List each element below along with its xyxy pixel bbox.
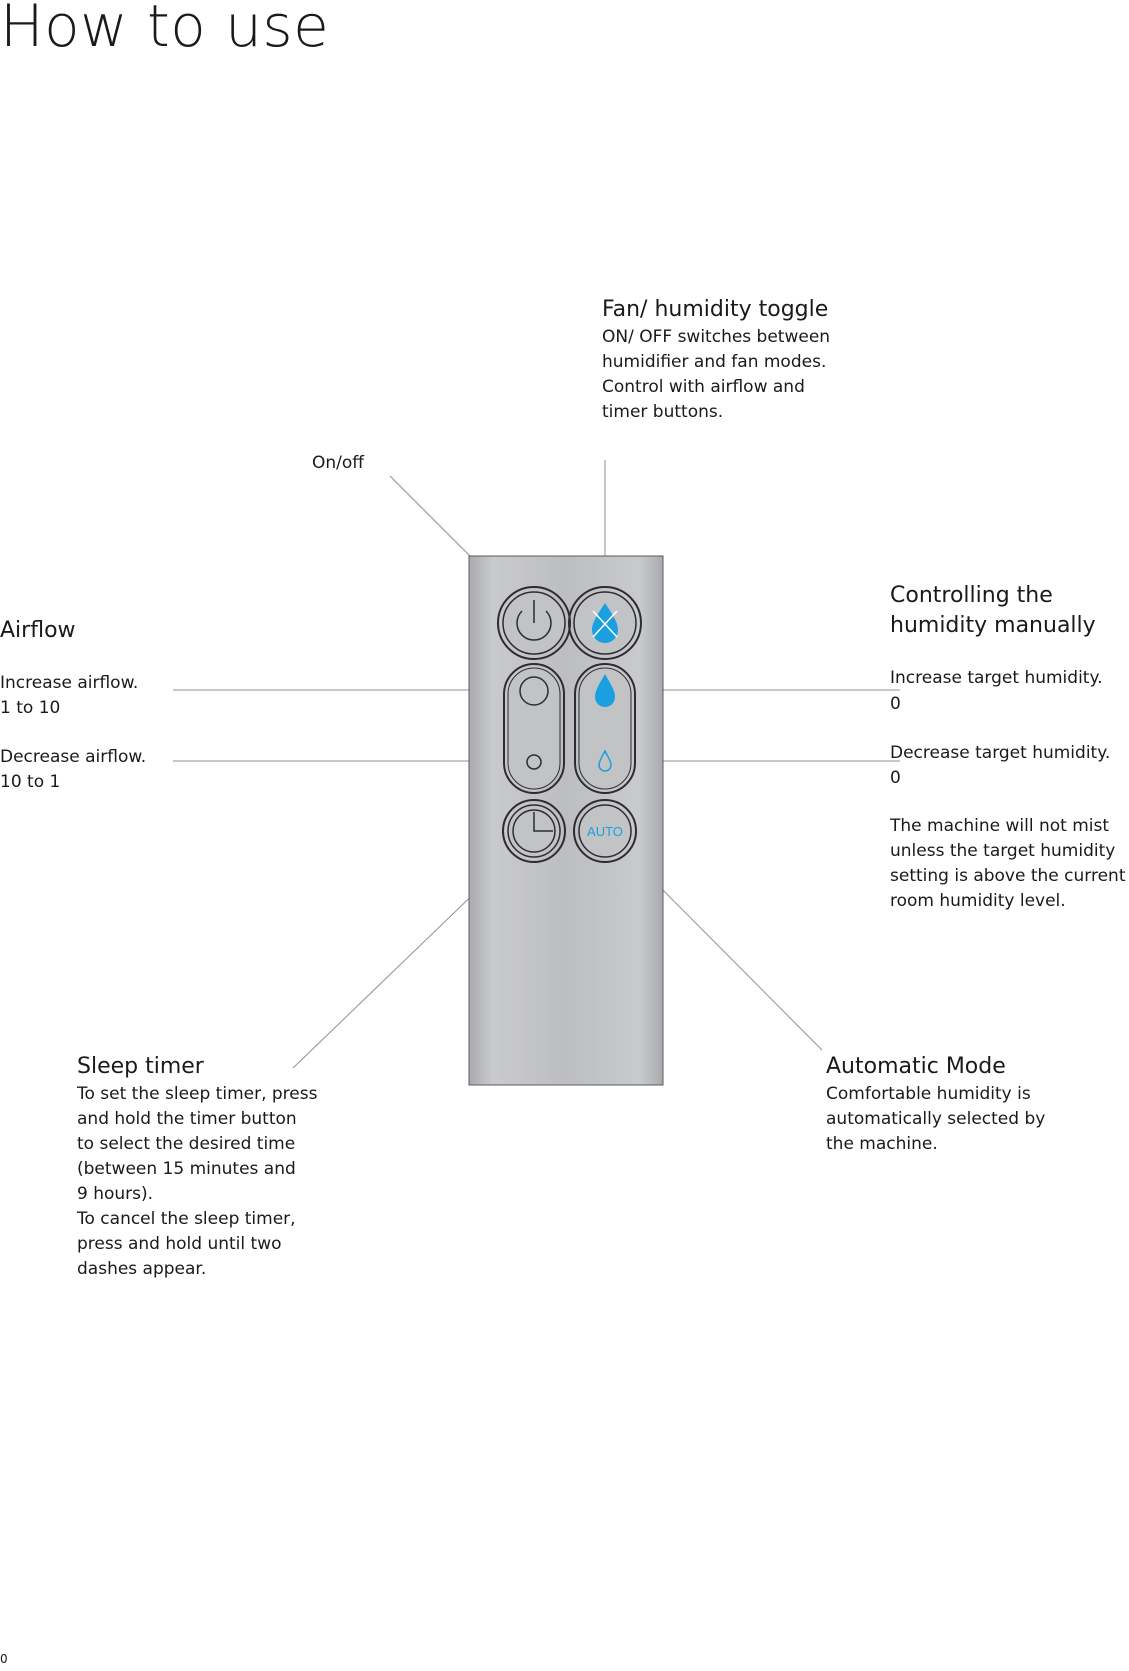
water-drop-crossed-icon (592, 603, 618, 643)
fan-toggle-text: ON/ OFF switches between humidifier and … (602, 327, 831, 422)
airflow-rocker[interactable] (503, 663, 565, 794)
clock-icon (512, 809, 556, 853)
airflow-heading: Airflow (0, 618, 76, 643)
remote-body (468, 555, 664, 1086)
sleep-timer-text: To set the sleep timer, press and hold t… (77, 1084, 318, 1279)
page-number: 0 (0, 1652, 8, 1666)
humidity-increase-text: Increase target humidity. (890, 668, 1103, 688)
small-circle-icon (526, 754, 542, 770)
auto-mode-text: Comfortable humidity is automatically se… (826, 1084, 1046, 1154)
fan-humidity-toggle-button[interactable] (568, 586, 642, 660)
auto-button[interactable]: AUTO (573, 799, 637, 863)
sleep-timer-button[interactable] (502, 799, 566, 863)
on-off-label: On/off (312, 453, 364, 473)
page-title: How to use (0, 0, 330, 60)
auto-mode-heading: Automatic Mode (826, 1054, 1006, 1079)
humidity-note: The machine will not mist unless the tar… (890, 816, 1126, 911)
humidity-heading: Controlling the humidity manually (890, 583, 1096, 638)
power-icon (516, 600, 552, 641)
sleep-timer-heading: Sleep timer (77, 1054, 204, 1079)
airflow-increase-text: Increase airflow. 1 to 10 (0, 673, 139, 718)
humidity-increase-value: 0 (890, 694, 901, 714)
humidity-decrease-text: Decrease target humidity. (890, 743, 1111, 763)
humidity-decrease-value: 0 (890, 768, 901, 788)
fan-toggle-heading: Fan/ humidity toggle (602, 297, 829, 322)
large-drop-icon (595, 674, 615, 707)
auto-button-label: AUTO (587, 824, 623, 839)
power-button[interactable] (497, 586, 571, 660)
small-drop-icon (598, 749, 612, 772)
large-circle-icon (519, 676, 549, 706)
airflow-decrease-text: Decrease airflow. 10 to 1 (0, 747, 147, 792)
humidity-rocker[interactable] (574, 663, 636, 794)
